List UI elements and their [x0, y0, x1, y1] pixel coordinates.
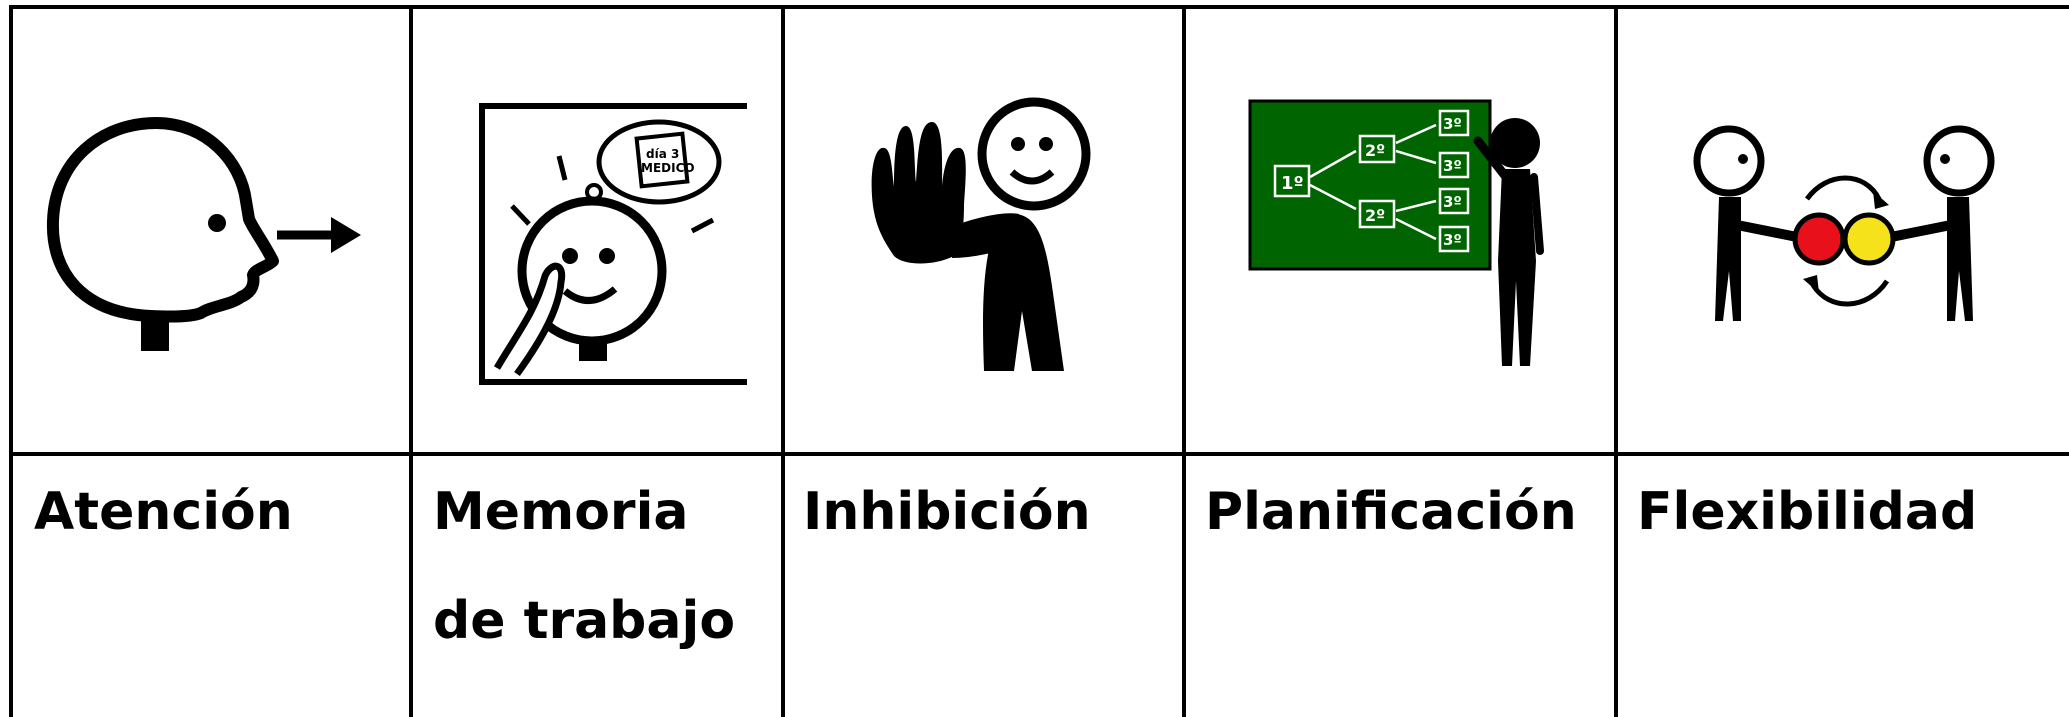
planning-icon: 1º 2º 2º 3º 3º 3º 3º [1248, 99, 1544, 366]
label-flexibilidad: Flexibilidad [1637, 482, 1978, 542]
label-memoria-de-trabajo: Memoria de trabajo [433, 482, 736, 651]
attention-icon [46, 117, 361, 351]
flexibility-picture-cell [1618, 9, 2069, 453]
working-memory-picture-cell: día 3 MEDICO [413, 9, 781, 453]
table-column-divider [409, 5, 413, 717]
table-top-border [10, 5, 2069, 9]
table-column-divider [1614, 5, 1618, 717]
table-column-divider [9, 5, 13, 717]
inhibition-picture-cell [785, 9, 1182, 453]
plan-step-third-c: 3º [1443, 193, 1462, 211]
table-row-divider [10, 452, 2069, 456]
label-inhibicion: Inhibición [803, 482, 1091, 542]
attention-picture-cell [13, 9, 409, 453]
plan-step-third-a: 3º [1443, 115, 1462, 133]
plan-step-third-b: 3º [1443, 157, 1462, 175]
label-atencion: Atención [34, 482, 293, 542]
table-column-divider [781, 5, 785, 717]
label-planificacion: Planificación [1205, 482, 1577, 542]
planning-picture-cell: 1º 2º 2º 3º 3º 3º 3º [1186, 9, 1614, 453]
plan-step-second-a: 2º [1365, 141, 1385, 160]
plan-step-first: 1º [1281, 173, 1304, 194]
plan-step-third-d: 3º [1443, 231, 1462, 249]
note-line1: día 3 [646, 147, 679, 161]
inhibition-icon [871, 97, 1090, 371]
working-memory-icon: día 3 MEDICO [479, 103, 747, 385]
note-line2: MEDICO [641, 161, 695, 175]
flexibility-icon [1693, 125, 1994, 321]
table-column-divider [1182, 5, 1186, 717]
plan-step-second-b: 2º [1365, 206, 1385, 225]
